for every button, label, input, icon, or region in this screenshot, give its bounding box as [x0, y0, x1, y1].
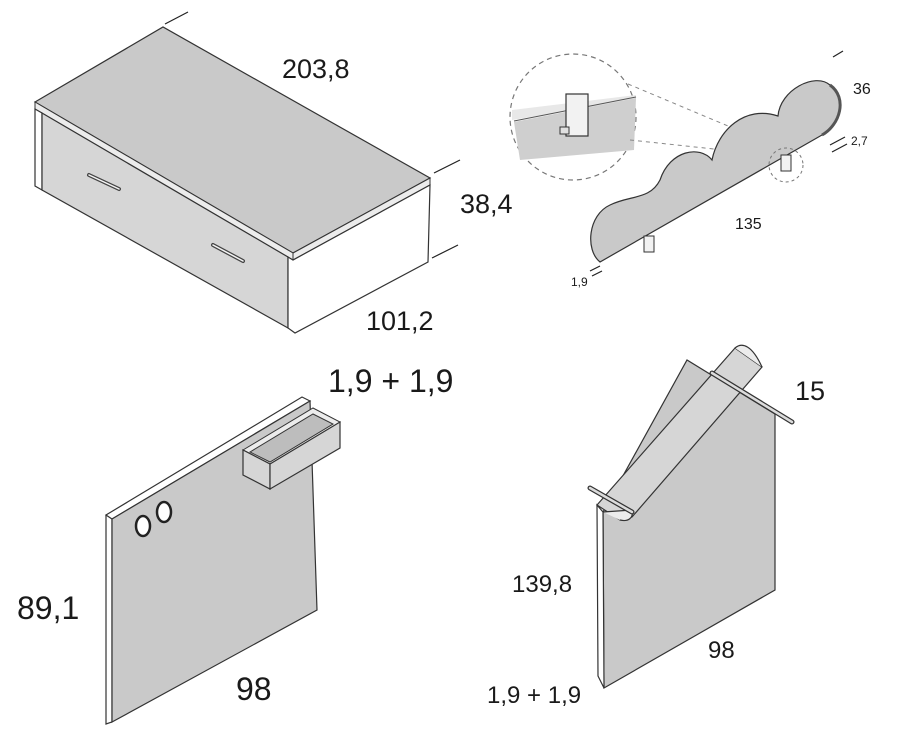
- house-edge-left: [596, 503, 605, 689]
- shelf-thickness-label: 1,9 + 1,9: [328, 363, 453, 399]
- house-roof-label: 15: [795, 376, 825, 406]
- house-thickness-label: 1,9 + 1,9: [487, 682, 581, 709]
- cloud-panel-label: 1,9: [571, 275, 588, 289]
- cloud-bracket-highlight: [768, 147, 804, 183]
- house-height-label: 139,8: [512, 571, 572, 598]
- cloud-panel-thickness: [821, 83, 842, 137]
- dim-line-cloud-panel-1: [589, 265, 601, 272]
- roof-rail-left-hl: [588, 486, 634, 514]
- board-edge-left: [105, 511, 113, 725]
- board-magnet-2: [155, 500, 173, 524]
- drawer-handle-left-hl: [88, 174, 120, 190]
- cloud-bracket-right: [780, 154, 792, 172]
- dim-line-height-bottom: [431, 244, 459, 259]
- cloud-length-label: 135: [735, 216, 762, 233]
- board-height-label: 89,1: [17, 590, 79, 626]
- detail-bracket: [565, 93, 589, 137]
- cloud-bracket-left: [643, 235, 655, 253]
- dim-line-cloud-height: [832, 50, 844, 58]
- board-width-label: 98: [236, 671, 272, 707]
- dim-line-height-top: [433, 159, 461, 174]
- detail-bracket-knob: [559, 126, 570, 135]
- cloud-guard-figure: 36 2,7 135 1,9: [509, 50, 871, 289]
- bed-drawer-figure: 203,8 38,4 101,2: [33, 11, 513, 336]
- drawer-height-label: 38,4: [460, 189, 513, 219]
- house-width-label: 98: [708, 637, 735, 664]
- cloud-height-label: 36: [853, 81, 871, 98]
- dim-line-cloud-panel-2: [591, 270, 603, 277]
- shelf-side: [269, 420, 341, 491]
- drawer-left-side: [34, 107, 43, 192]
- drawer-length-label: 203,8: [282, 54, 350, 84]
- cloud-thickness-label: 2,7: [851, 134, 868, 148]
- board-magnet-1: [134, 514, 152, 538]
- dim-line-length: [164, 11, 189, 25]
- roof-rail-right-hl: [710, 371, 794, 424]
- drawer-handle-right-hl: [212, 244, 244, 262]
- drawer-right-side: [287, 183, 431, 334]
- board-shelf-figure: 1,9 + 1,9 89,1 98: [17, 363, 453, 725]
- dim-line-cloud-thickness-1: [829, 136, 846, 146]
- magnifier-leader-2: [627, 83, 779, 148]
- dim-line-cloud-thickness-2: [831, 143, 848, 153]
- shelf-inner: [248, 413, 335, 463]
- house-headboard-figure: 15 139,8 98 1,9 + 1,9: [487, 344, 825, 709]
- roof-edge: [734, 344, 763, 368]
- drawer-depth-label: 101,2: [366, 306, 434, 336]
